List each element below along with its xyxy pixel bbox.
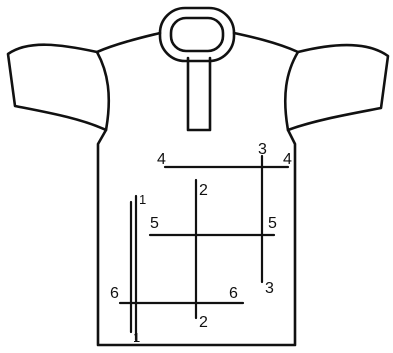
label-line2-top: 2 xyxy=(199,182,208,199)
label-line5-right: 5 xyxy=(268,215,277,232)
label-line4-right: 4 xyxy=(283,151,292,168)
label-line5-left: 5 xyxy=(150,215,159,232)
label-line3-top: 3 xyxy=(258,141,267,158)
label-line3-bottom: 3 xyxy=(265,280,274,297)
placket-outline xyxy=(188,58,210,130)
label-line6-left: 6 xyxy=(110,285,119,302)
right-sleeve-outline xyxy=(288,45,388,130)
label-line6-right: 6 xyxy=(229,285,238,302)
label-line1-bottom: 1 xyxy=(133,330,140,345)
collar-inner xyxy=(171,18,223,51)
label-line2-bottom: 2 xyxy=(199,314,208,331)
label-line1-top: 1 xyxy=(139,192,146,207)
left-sleeve-outline xyxy=(8,45,106,130)
label-line4-left: 4 xyxy=(157,151,166,168)
shirt-body-outline xyxy=(97,33,298,345)
